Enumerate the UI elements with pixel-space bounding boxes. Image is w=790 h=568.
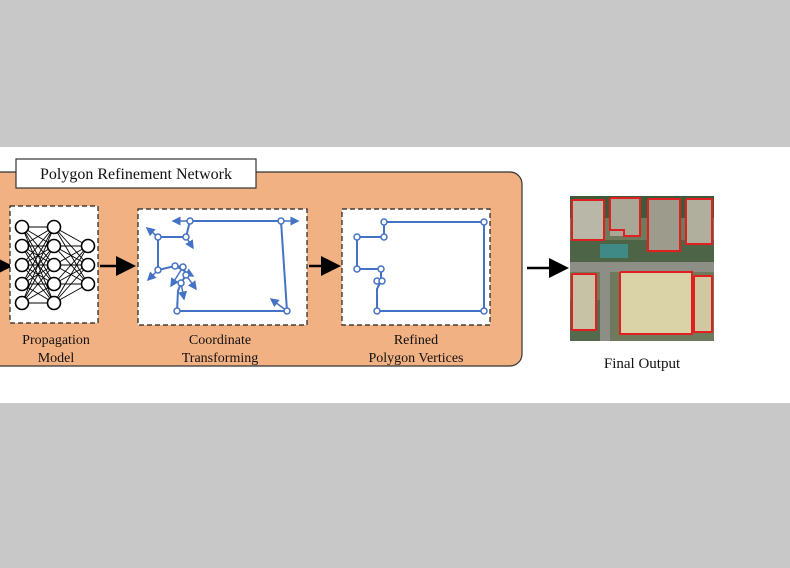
final-output-label: Final Output <box>604 356 681 372</box>
refined-polygon <box>353 218 488 315</box>
neuron-node <box>80 257 96 273</box>
neuron-node <box>46 257 62 273</box>
neural-network-icon <box>14 219 96 311</box>
neuron-node <box>14 276 30 292</box>
coordinate-label-line2: Transforming <box>182 351 259 366</box>
neuron-node <box>14 295 30 311</box>
refined-label-line1: Refined <box>394 333 438 348</box>
refined-polygon-box <box>341 208 491 326</box>
refined-label-line2: Polygon Vertices <box>368 351 463 366</box>
neuron-node <box>46 219 62 235</box>
neuron-node <box>46 276 62 292</box>
neuron-node <box>14 257 30 273</box>
coordinate-transforming-box <box>137 208 308 326</box>
coordinate-label-line1: Coordinate <box>189 333 251 348</box>
neuron-node <box>46 238 62 254</box>
network-title-box: Polygon Refinement Network <box>15 158 257 189</box>
propagation-label-line2: Model <box>38 351 75 366</box>
neuron-node <box>14 219 30 235</box>
propagation-model-box <box>9 205 99 324</box>
neuron-node <box>46 295 62 311</box>
neuron-node <box>80 276 96 292</box>
propagation-label-line1: Propagation <box>22 333 90 348</box>
neuron-node <box>80 238 96 254</box>
deforming-polygon <box>145 216 300 315</box>
network-title: Polygon Refinement Network <box>40 166 232 183</box>
neuron-node <box>14 238 30 254</box>
final-output-image <box>570 196 714 341</box>
